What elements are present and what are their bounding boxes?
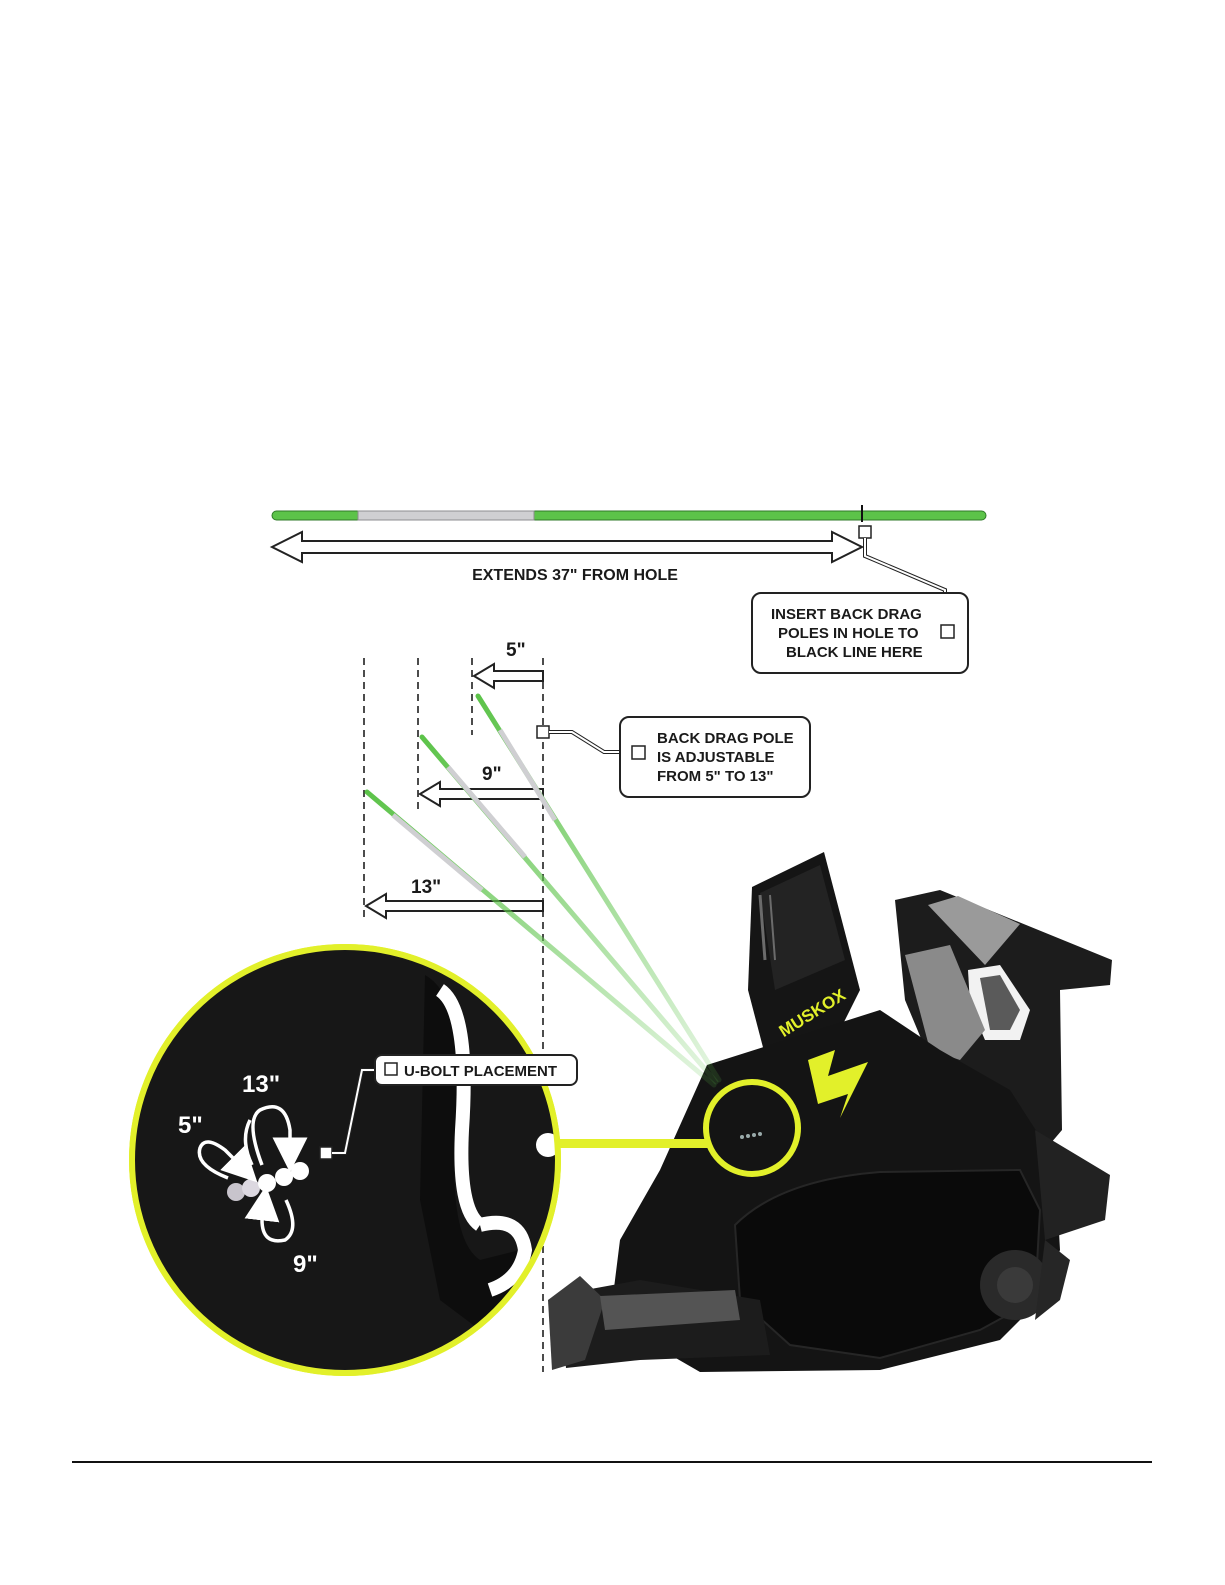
ubolt-callout: U-BOLT PLACEMENT — [375, 1055, 577, 1085]
footer-rule — [72, 1461, 1152, 1463]
offset-label-9: 9" — [482, 764, 502, 785]
back-drag-pole — [272, 505, 986, 522]
extends-label: EXTENDS 37" FROM HOLE — [472, 567, 678, 584]
offset-arrow-13 — [366, 894, 543, 918]
svg-text:INSERT BACK DRAG POLES I: INSERT BACK DRAG POLES IN HOLE TO BLACK … — [771, 606, 926, 661]
insert-callout-line-1: INSERT BACK DRAG — [771, 606, 922, 623]
extends-arrow — [272, 532, 862, 562]
offset-arrow-5 — [474, 664, 543, 688]
insert-callout-line-3: BLACK LINE HERE — [786, 644, 923, 661]
inset-label-5: 5" — [178, 1112, 203, 1139]
adjustable-callout-line-3: FROM 5" TO 13" — [657, 768, 773, 785]
adjustable-callout-line-2: IS ADJUSTABLE — [657, 749, 775, 766]
adjustable-callout-line-1: BACK DRAG POLE — [657, 730, 794, 747]
insert-callout-line-2: POLES IN HOLE TO — [778, 625, 919, 642]
adjustable-callout: BACK DRAG POLE IS ADJUSTABLE FROM 5" TO … — [620, 717, 810, 797]
svg-text:U-BOLT PLACEMENT: U-BOLT PLACEMENT — [404, 1063, 557, 1080]
offset-label-5: 5" — [506, 640, 526, 661]
offset-label-13: 13" — [411, 877, 441, 898]
inset-connector — [545, 1139, 708, 1148]
inset-magnifier — [120, 940, 580, 1380]
adjustable-leader — [537, 726, 631, 752]
machine-body — [548, 852, 1112, 1372]
inset-label-9: 9" — [293, 1251, 318, 1278]
insert-callout: INSERT BACK DRAG POLES IN HOLE TO BLACK … — [752, 593, 968, 673]
inset-label-13: 13" — [242, 1071, 280, 1098]
